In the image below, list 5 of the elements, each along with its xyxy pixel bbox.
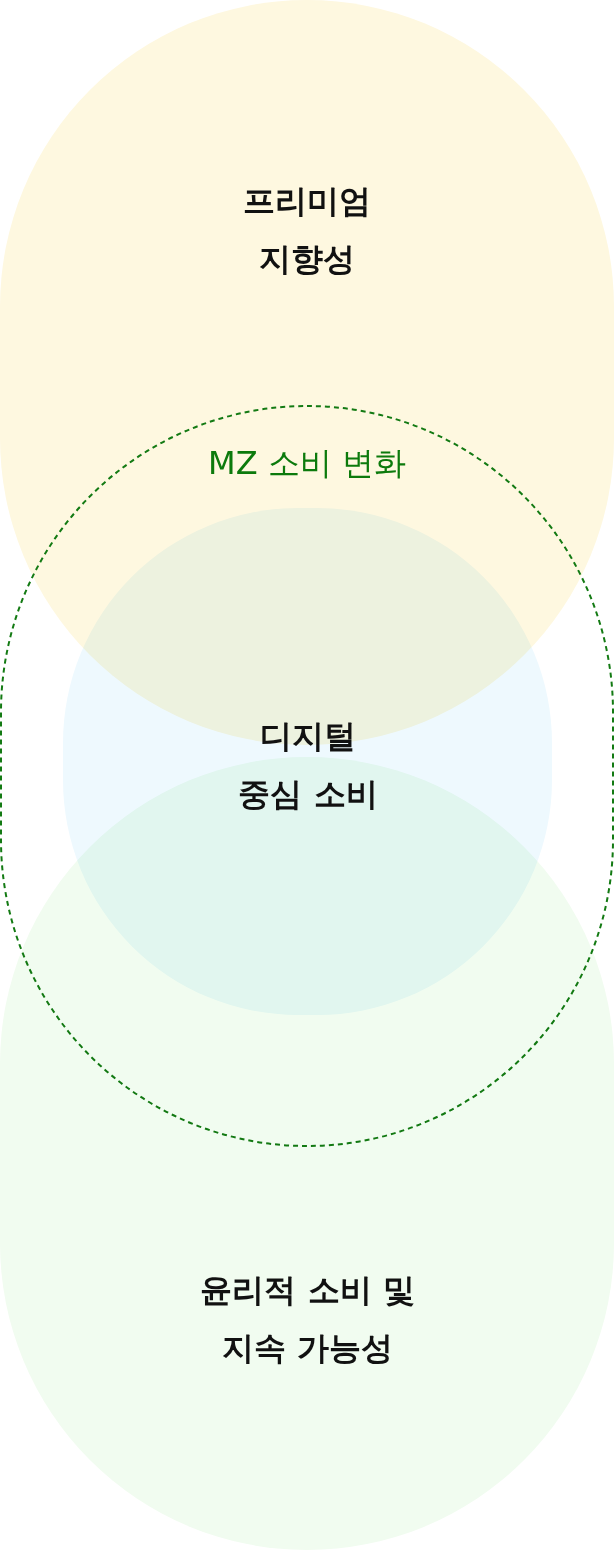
area-label: 디지털 중심 소비: [237, 716, 379, 815]
rounded-area: [0, 757, 614, 1550]
group-title: MZ 소비 변화: [207, 443, 407, 484]
area-label: 윤리적 소비 및 지속 가능성: [199, 1270, 416, 1369]
area-label: 프리미엄 지향성: [242, 181, 372, 280]
